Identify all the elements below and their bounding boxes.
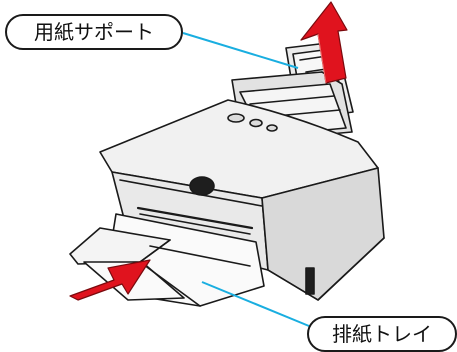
leader-line-paper-support [182,32,299,69]
red-up-arrow [300,1,348,84]
front-knob[interactable] [189,176,215,196]
resume-button[interactable] [249,118,263,128]
red-out-arrow [69,259,151,301]
paper-support-label: 用紙サポート [5,14,183,50]
side-port [305,267,315,295]
printer-body [99,99,385,301]
leader-line-paper-output-tray [201,281,310,327]
paper-output-tray [69,213,265,307]
paper-output-tray-label: 排紙トレイ [307,316,457,352]
power-button[interactable] [227,113,245,123]
indicator-lamp [266,124,278,132]
